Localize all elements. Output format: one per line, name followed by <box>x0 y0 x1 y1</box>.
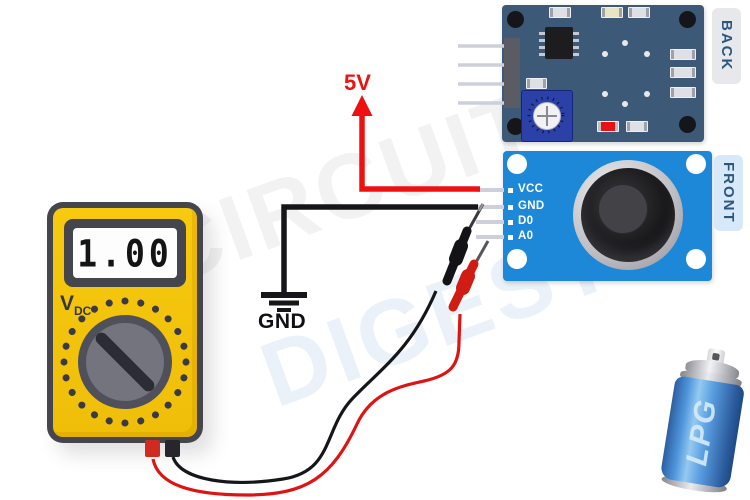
mounting-hole <box>686 249 706 269</box>
mounting-hole <box>679 11 696 28</box>
dial-pointer <box>93 330 157 394</box>
ic-leg <box>539 32 545 35</box>
smd-led <box>601 7 623 18</box>
comparator-ic <box>539 27 579 59</box>
ground-symbol-icon <box>261 292 307 312</box>
probe-jack-red <box>145 440 160 457</box>
ic-leg <box>573 32 579 35</box>
smd-resistor <box>626 121 648 132</box>
nozzle-hole <box>711 352 720 361</box>
smd-resistor <box>670 87 696 98</box>
front-view-label: FRONT <box>720 162 737 224</box>
ic-leg <box>539 53 545 56</box>
pin-pad <box>508 220 513 225</box>
sensor-pin-via <box>644 91 650 97</box>
smd-led-red <box>597 121 619 132</box>
smd-resistor <box>670 67 696 78</box>
multimeter-reading: 1.00 <box>77 231 173 275</box>
mounting-hole <box>507 118 524 135</box>
ground-label: GND <box>258 310 307 333</box>
up-arrow-icon <box>351 95 373 116</box>
ic-leg <box>573 46 579 49</box>
mode-v: V <box>60 292 75 315</box>
supply-voltage-label: 5V <box>344 70 371 95</box>
back-view-tag: BACK <box>712 8 741 84</box>
rotary-dial-inner <box>86 323 164 401</box>
ic-leg <box>539 46 545 49</box>
mounting-hole <box>686 154 706 174</box>
ic-leg <box>573 53 579 56</box>
gas-sensor-module-front: VCC GND D0 A0 <box>503 151 712 281</box>
mq-sensor-body <box>581 168 675 262</box>
multimeter-display-bezel: 1.00 <box>64 219 186 287</box>
smd-resistor <box>549 7 571 18</box>
pin-label-gnd: GND <box>518 200 545 212</box>
pin-header-block <box>504 38 520 108</box>
sensor-pin-via <box>622 40 628 46</box>
mounting-hole <box>507 154 527 174</box>
lpg-spray-can: LPG <box>650 346 750 498</box>
pot-screw <box>533 102 561 130</box>
rotary-dial <box>78 315 172 409</box>
mounting-hole <box>507 11 524 28</box>
trim-potentiometer <box>521 90 573 142</box>
sensor-pin-via <box>602 91 608 97</box>
smd-resistor <box>670 49 696 60</box>
can-body: LPG <box>659 375 746 489</box>
mounting-hole <box>507 249 527 269</box>
probe-jack-black <box>165 440 180 457</box>
gas-sensor-module-back <box>502 5 704 142</box>
smd-resistor <box>526 78 547 89</box>
pin-pad <box>508 205 513 210</box>
mode-dc: DC <box>74 304 92 319</box>
smd-resistor <box>628 7 650 18</box>
sensor-pin-via <box>644 51 650 57</box>
pin-pad <box>508 188 513 193</box>
pin-pad <box>508 235 513 240</box>
sensor-pin-via <box>602 51 608 57</box>
mq-sensor-cap <box>598 184 648 234</box>
pot-tick-marks <box>527 96 565 134</box>
mounting-hole <box>679 116 696 133</box>
ic-leg <box>573 39 579 42</box>
mq-sensor-ring <box>573 160 683 270</box>
back-view-label: BACK <box>718 20 735 72</box>
spray-can-tilted: LPG <box>639 339 750 500</box>
sensor-pin-via <box>622 101 628 107</box>
front-view-tag: FRONT <box>714 155 743 231</box>
multimeter-lcd-screen: 1.00 <box>73 228 177 278</box>
can-label: LPG <box>680 396 724 469</box>
multimeter: 1.00 VDC <box>47 202 203 457</box>
front-module-pins <box>476 188 504 239</box>
pin-label-d0: D0 <box>518 215 534 227</box>
pin-label-vcc: VCC <box>518 183 544 195</box>
pin-label-a0: A0 <box>518 230 534 242</box>
multimeter-mode-label: VDC <box>60 292 91 318</box>
ic-leg <box>539 39 545 42</box>
